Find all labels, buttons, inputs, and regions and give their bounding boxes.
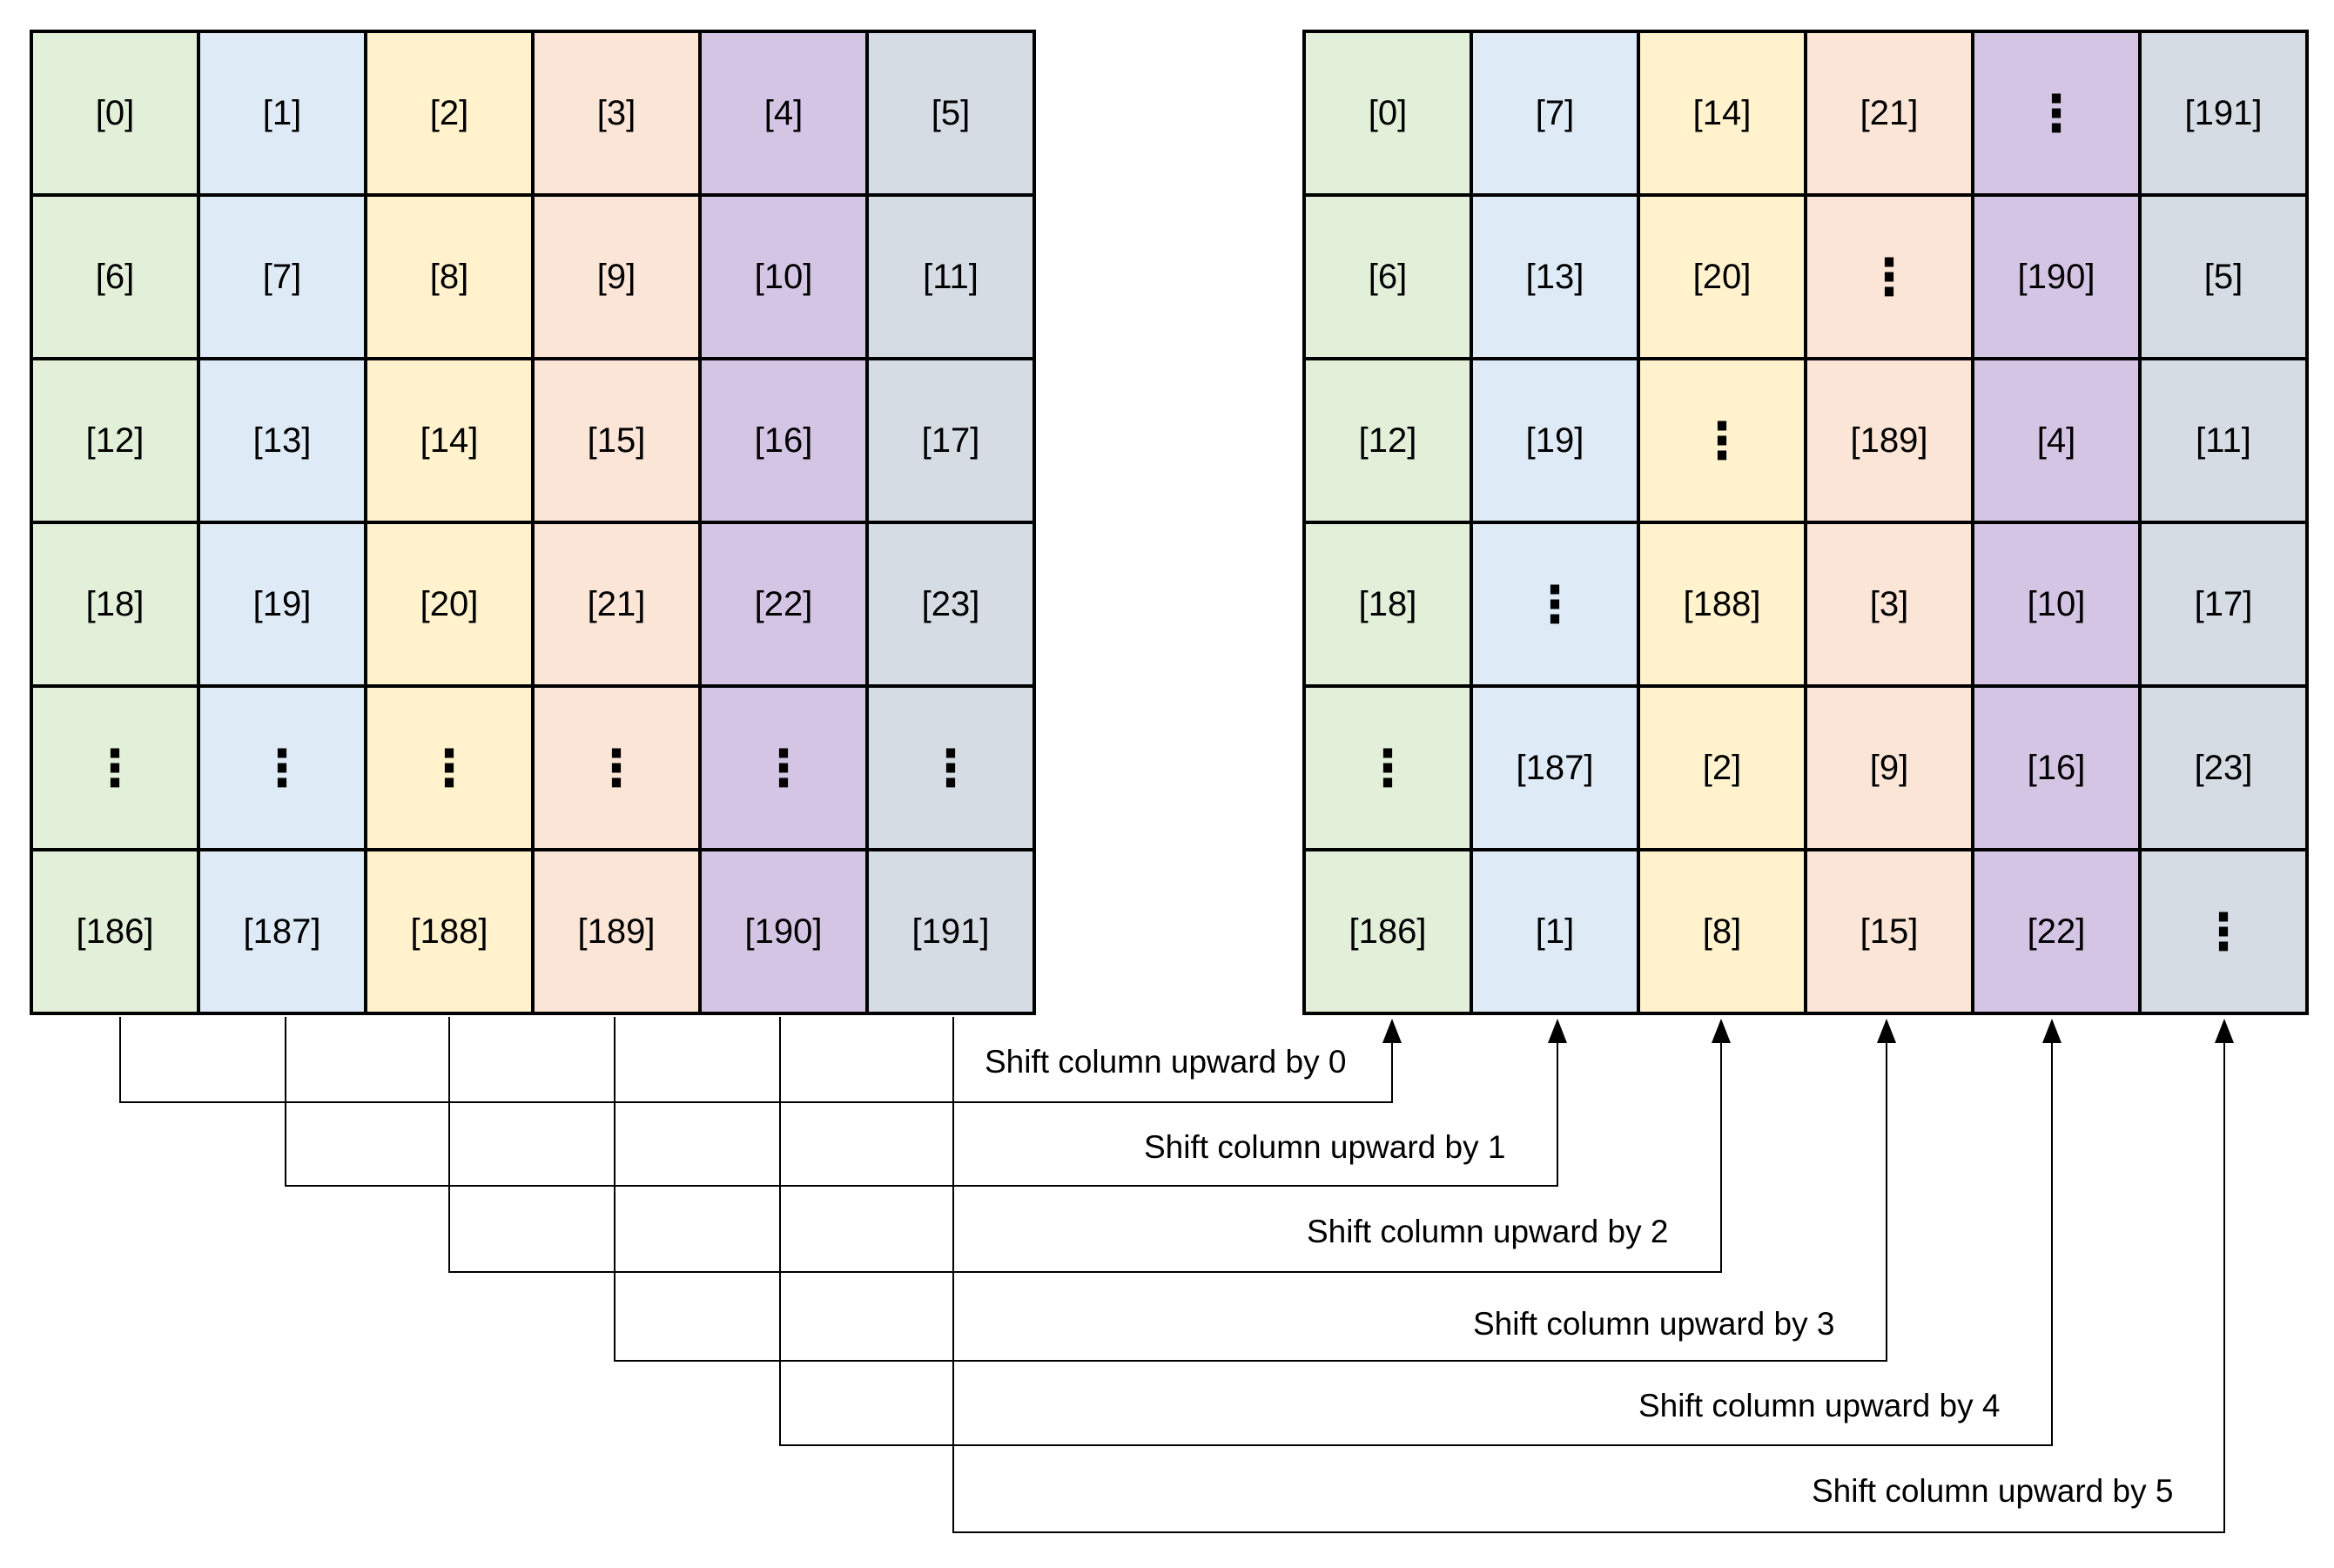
arrowhead-4 — [2042, 1019, 2062, 1043]
source-cell-r3-c0: [18] — [33, 524, 200, 688]
shifted-cell-r1-c0: [6] — [1306, 197, 1473, 360]
shifted-cell-r4-c0: ⋮ — [1306, 688, 1473, 851]
shift-connector-0 — [119, 1017, 1393, 1103]
shifted-cell-r0-c0: [0] — [1306, 33, 1473, 197]
shifted-cell-r1-c1: [13] — [1473, 197, 1640, 360]
shifted-cell-r1-c5: [5] — [2142, 197, 2309, 360]
source-cell-r5-c2: [188] — [367, 851, 535, 1015]
shifted-cell-r4-c3: [9] — [1807, 688, 1974, 851]
shifted-cell-r2-c5: [11] — [2142, 360, 2309, 524]
arrowhead-2 — [1712, 1019, 1731, 1043]
arrowhead-5 — [2215, 1019, 2234, 1043]
source-cell-r4-c0: ⋮ — [33, 688, 200, 851]
source-cell-r1-c5: [11] — [869, 197, 1036, 360]
source-cell-r4-c1: ⋮ — [200, 688, 367, 851]
shifted-cell-r4-c1: [187] — [1473, 688, 1640, 851]
source-cell-r2-c2: [14] — [367, 360, 535, 524]
source-cell-r5-c3: [189] — [535, 851, 702, 1015]
shifted-cell-r5-c2: [8] — [1640, 851, 1807, 1015]
source-grid: [0][1][2][3][4][5][6][7][8][9][10][11][1… — [30, 30, 1036, 1015]
shifted-cell-r2-c2: ⋮ — [1640, 360, 1807, 524]
source-cell-r0-c4: [4] — [702, 33, 869, 197]
source-cell-r0-c2: [2] — [367, 33, 535, 197]
shifted-cell-r3-c0: [18] — [1306, 524, 1473, 688]
shifted-cell-r1-c2: [20] — [1640, 197, 1807, 360]
source-cell-r3-c2: [20] — [367, 524, 535, 688]
shifted-cell-r1-c4: [190] — [1974, 197, 2142, 360]
shift-label-5: Shift column upward by 5 — [1812, 1473, 2174, 1509]
shift-label-3: Shift column upward by 3 — [1473, 1306, 1835, 1342]
shifted-cell-r3-c3: [3] — [1807, 524, 1974, 688]
source-cell-r1-c3: [9] — [535, 197, 702, 360]
arrowhead-1 — [1548, 1019, 1567, 1043]
shifted-cell-r0-c2: [14] — [1640, 33, 1807, 197]
arrowhead-0 — [1382, 1019, 1402, 1043]
source-cell-r0-c5: [5] — [869, 33, 1036, 197]
source-cell-r5-c5: [191] — [869, 851, 1036, 1015]
shifted-cell-r4-c2: [2] — [1640, 688, 1807, 851]
source-cell-r3-c3: [21] — [535, 524, 702, 688]
shift-connector-4 — [779, 1017, 2053, 1446]
source-cell-r1-c0: [6] — [33, 197, 200, 360]
shifted-cell-r4-c5: [23] — [2142, 688, 2309, 851]
shifted-cell-r2-c3: [189] — [1807, 360, 1974, 524]
source-cell-r0-c1: [1] — [200, 33, 367, 197]
shift-connector-5 — [952, 1017, 2225, 1533]
shifted-cell-r3-c4: [10] — [1974, 524, 2142, 688]
shifted-cell-r2-c0: [12] — [1306, 360, 1473, 524]
shift-label-2: Shift column upward by 2 — [1307, 1214, 1669, 1249]
source-cell-r4-c4: ⋮ — [702, 688, 869, 851]
source-cell-r2-c1: [13] — [200, 360, 367, 524]
shifted-cell-r2-c1: [19] — [1473, 360, 1640, 524]
source-cell-r1-c4: [10] — [702, 197, 869, 360]
source-cell-r4-c3: ⋮ — [535, 688, 702, 851]
source-cell-r4-c5: ⋮ — [869, 688, 1036, 851]
shifted-cell-r0-c1: [7] — [1473, 33, 1640, 197]
shifted-cell-r5-c5: ⋮ — [2142, 851, 2309, 1015]
shifted-cell-r3-c1: ⋮ — [1473, 524, 1640, 688]
shifted-cell-r1-c3: ⋮ — [1807, 197, 1974, 360]
shifted-cell-r4-c4: [16] — [1974, 688, 2142, 851]
source-cell-r0-c3: [3] — [535, 33, 702, 197]
source-cell-r2-c4: [16] — [702, 360, 869, 524]
shifted-cell-r5-c4: [22] — [1974, 851, 2142, 1015]
source-cell-r5-c1: [187] — [200, 851, 367, 1015]
shifted-cell-r5-c0: [186] — [1306, 851, 1473, 1015]
shifted-cell-r5-c3: [15] — [1807, 851, 1974, 1015]
shifted-cell-r3-c5: [17] — [2142, 524, 2309, 688]
shift-connector-3 — [614, 1017, 1887, 1362]
shifted-cell-r0-c4: ⋮ — [1974, 33, 2142, 197]
arrowhead-3 — [1877, 1019, 1896, 1043]
source-cell-r2-c5: [17] — [869, 360, 1036, 524]
shifted-cell-r2-c4: [4] — [1974, 360, 2142, 524]
source-cell-r5-c4: [190] — [702, 851, 869, 1015]
source-cell-r5-c0: [186] — [33, 851, 200, 1015]
shift-connector-2 — [448, 1017, 1722, 1273]
shift-label-4: Shift column upward by 4 — [1638, 1388, 2001, 1423]
source-cell-r1-c2: [8] — [367, 197, 535, 360]
source-cell-r3-c5: [23] — [869, 524, 1036, 688]
shift-connector-1 — [285, 1017, 1558, 1187]
source-cell-r0-c0: [0] — [33, 33, 200, 197]
shifted-cell-r0-c5: [191] — [2142, 33, 2309, 197]
source-cell-r4-c2: ⋮ — [367, 688, 535, 851]
shifted-cell-r5-c1: [1] — [1473, 851, 1640, 1015]
source-cell-r2-c0: [12] — [33, 360, 200, 524]
shifted-grid: [0][7][14][21]⋮[191][6][13][20]⋮[190][5]… — [1302, 30, 2309, 1015]
shifted-cell-r3-c2: [188] — [1640, 524, 1807, 688]
source-cell-r3-c1: [19] — [200, 524, 367, 688]
shifted-cell-r0-c3: [21] — [1807, 33, 1974, 197]
shift-label-0: Shift column upward by 0 — [985, 1044, 1347, 1080]
source-cell-r3-c4: [22] — [702, 524, 869, 688]
shift-label-1: Shift column upward by 1 — [1144, 1129, 1506, 1165]
source-cell-r1-c1: [7] — [200, 197, 367, 360]
source-cell-r2-c3: [15] — [535, 360, 702, 524]
